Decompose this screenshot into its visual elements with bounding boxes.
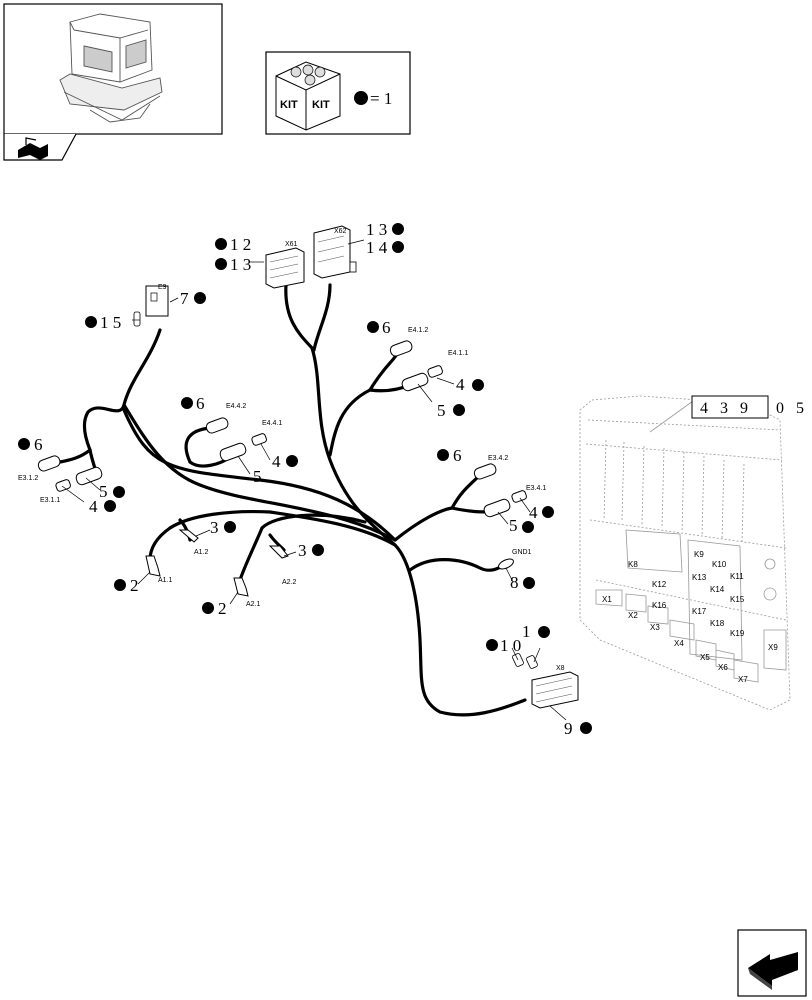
next-page-arrow-icon[interactable] (737, 929, 807, 997)
cab-thumbnail-icon (59, 13, 163, 123)
page-reference-suffix: 0 5 (776, 400, 808, 417)
label-x62: X62 (334, 228, 347, 235)
kit-equals: = 1 (370, 89, 392, 108)
label-e342: E3.4.2 (488, 455, 508, 462)
callout-4: 4 (89, 497, 98, 516)
callout-2: 2 (130, 576, 139, 595)
fuse-label: X2 (628, 611, 638, 620)
callout-10: 1 0 (500, 636, 521, 655)
page-reference[interactable]: 4 3 9 0 5 (691, 395, 808, 419)
fuse-label: K17 (692, 607, 707, 616)
fuse-label: K13 (692, 573, 707, 582)
callout-5: 5 (509, 516, 518, 535)
fuse-label: K11 (730, 572, 744, 581)
label-e312: E3.1.2 (18, 475, 38, 482)
terminal-a22[interactable]: A2.2 (268, 545, 297, 586)
fuse-label: X5 (700, 653, 710, 662)
label-x8: X8 (556, 665, 565, 672)
callout-6: 6 (196, 394, 205, 413)
callout-6: 6 (34, 435, 43, 454)
bulb-e411[interactable]: E4.1.1 (401, 350, 469, 392)
connector-x62[interactable]: X62 (313, 225, 357, 279)
bulb-e441[interactable]: E4.4.1 (219, 420, 283, 462)
fuse-label: K15 (730, 595, 745, 604)
label-e411: E4.1.1 (448, 350, 468, 357)
callout-3: 3 (298, 541, 307, 560)
fuse-label: K18 (710, 619, 725, 628)
page-reference-number: 4 3 9 (700, 400, 752, 417)
fuse-label: K12 (652, 580, 667, 589)
callout-6: 6 (382, 318, 391, 337)
callout-4: 4 (456, 375, 465, 394)
label-a21: A2.1 (246, 601, 261, 608)
callout-6: 6 (453, 446, 462, 465)
callout-15: 1 5 (100, 313, 121, 332)
fuse-label: K10 (712, 560, 727, 569)
callout-4: 4 (272, 452, 281, 471)
label-e442: E4.4.2 (226, 403, 246, 410)
connector-x61[interactable]: X61 (265, 241, 305, 289)
connector-e9[interactable]: E9 (133, 284, 169, 327)
label-e341: E3.4.1 (526, 485, 546, 492)
bulb-e442[interactable]: E4.4.2 (205, 403, 246, 434)
fuse-label: K8 (628, 560, 638, 569)
label-gnd1: GND1 (512, 549, 532, 556)
bulb-e412[interactable]: E4.1.2 (389, 327, 428, 357)
kit-legend: KIT KIT = 1 (265, 51, 411, 135)
terminal-a21[interactable]: A2.1 (233, 577, 261, 608)
callout-9: 9 (564, 719, 573, 738)
leader-lines (61, 239, 567, 721)
harness-main-cable (58, 283, 527, 717)
fuse-label: X9 (768, 643, 778, 652)
label-a22: A2.2 (282, 579, 297, 586)
connector-x8[interactable]: X8 (512, 653, 579, 709)
bulb-e312[interactable]: E3.1.2 (18, 455, 61, 482)
callout-4: 4 (529, 503, 538, 522)
fuse-label: X1 (602, 595, 612, 604)
ground-gnd1[interactable]: GND1 (497, 549, 532, 571)
label-a11: A1.1 (158, 577, 173, 584)
callout-13: 1 3 (230, 255, 251, 274)
callout-13: 1 3 (366, 220, 387, 239)
callout-2: 2 (218, 599, 227, 618)
callout-5: 5 (253, 467, 262, 486)
callouts: 1 2 1 3 1 3 1 4 7 1 5 6 4 5 6 4 5 6 5 4 … (18, 220, 592, 738)
bulb-e342[interactable]: E3.4.2 (473, 455, 508, 480)
callout-8: 8 (510, 573, 519, 592)
terminal-a11[interactable]: A1.1 (145, 555, 173, 584)
fusebox-labels: K8 K9 K10 K11 K12 K13 K14 K15 K16 K17 K1… (602, 550, 778, 684)
kit-label-left: KIT (280, 99, 298, 111)
callout-1: 1 (522, 622, 531, 641)
bulb-e311[interactable]: E3.1.1 (40, 466, 103, 504)
kit-bullet (354, 91, 368, 105)
fuse-label: X6 (718, 663, 728, 672)
fuse-label: K14 (710, 585, 725, 594)
label-a12: A1.2 (194, 549, 209, 556)
callout-5: 5 (437, 401, 446, 420)
kit-label-right: KIT (312, 99, 330, 111)
terminal-a12[interactable]: A1.2 (178, 529, 209, 556)
label-e9: E9 (158, 284, 167, 291)
fuse-label: X3 (650, 623, 660, 632)
callout-14: 1 4 (366, 238, 388, 257)
fuse-label: K9 (694, 550, 704, 559)
book-arrow-icon (18, 137, 48, 160)
fuse-label: K16 (652, 601, 667, 610)
callout-5: 5 (99, 482, 108, 501)
kit-box-icon: KIT KIT (275, 61, 341, 131)
fuse-label: K19 (730, 629, 745, 638)
label-e311: E3.1.1 (40, 497, 60, 504)
callout-7: 7 (180, 289, 189, 308)
bulb-e341[interactable]: E3.4.1 (483, 485, 547, 518)
fusebox-reference[interactable] (579, 395, 791, 711)
label-e441: E4.4.1 (262, 420, 282, 427)
thumbnail-panel[interactable] (3, 3, 223, 161)
label-e412: E4.1.2 (408, 327, 428, 334)
callout-3: 3 (210, 518, 219, 537)
label-x61: X61 (285, 241, 298, 248)
fuse-label: X4 (674, 639, 684, 648)
callout-12: 1 2 (230, 235, 251, 254)
fuse-label: X7 (738, 675, 748, 684)
